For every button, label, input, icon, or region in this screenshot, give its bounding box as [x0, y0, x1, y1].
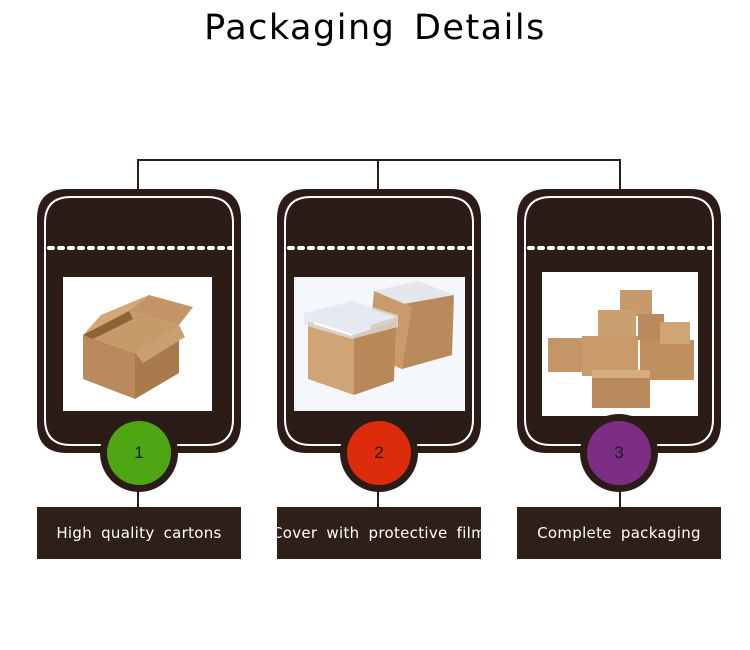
step-badge-frame-2: 2 — [340, 414, 418, 492]
label-stem-3 — [619, 490, 621, 507]
page-title: Packaging Details — [204, 8, 546, 48]
step-number-badge: 2 — [347, 421, 411, 485]
step-card-2 — [277, 189, 481, 453]
step-number: 3 — [614, 443, 624, 462]
step-card-1 — [37, 189, 241, 453]
connector-drop-2 — [377, 159, 379, 191]
step-number: 2 — [374, 443, 384, 462]
carton-photo — [63, 277, 212, 411]
stack-of-sealed-boxes-icon — [548, 290, 694, 408]
connector-drop-3 — [619, 159, 621, 191]
step-label-2: Cover with protective film — [272, 507, 486, 559]
stacked-boxes-photo — [542, 272, 698, 416]
connector-horizontal — [137, 159, 621, 161]
connector-drop-1 — [137, 159, 139, 191]
step-label-3: Complete packaging — [517, 507, 721, 559]
step-number: 1 — [134, 443, 144, 462]
boxes-with-plastic-film-icon — [304, 281, 454, 395]
step-number-badge: 1 — [107, 421, 171, 485]
label-stem-2 — [377, 490, 379, 507]
film-photo — [294, 277, 465, 411]
open-cardboard-box-icon — [83, 295, 193, 399]
step-number-badge: 3 — [587, 421, 651, 485]
step-badge-frame-3: 3 — [580, 414, 658, 492]
label-stem-1 — [137, 490, 139, 507]
step-badge-frame-1: 1 — [100, 414, 178, 492]
step-label-1: High quality cartons — [37, 507, 241, 559]
step-card-3 — [517, 189, 721, 453]
